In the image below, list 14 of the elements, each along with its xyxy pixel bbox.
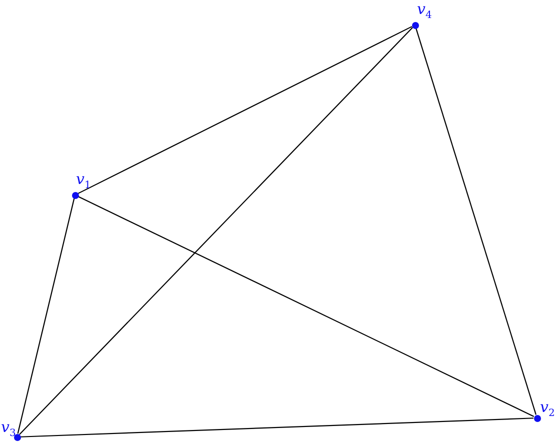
edge-line [78,196,534,417]
vertex-dot [14,434,20,440]
vertex-label: v$_{4}$ [417,2,432,23]
vertex-dot [412,22,418,28]
edge-line [416,28,536,415]
vertex-label: v$_{2}$ [540,400,555,421]
vertex-dot [534,414,540,422]
edge-line [78,26,412,194]
edge-line [19,27,413,435]
vertex-dot [72,192,78,198]
edge-line [17,198,75,434]
vertex-label: v$_{3}$ [1,420,16,441]
edge-line [20,418,534,438]
vertex-label: v$_{1}$ [76,172,91,193]
